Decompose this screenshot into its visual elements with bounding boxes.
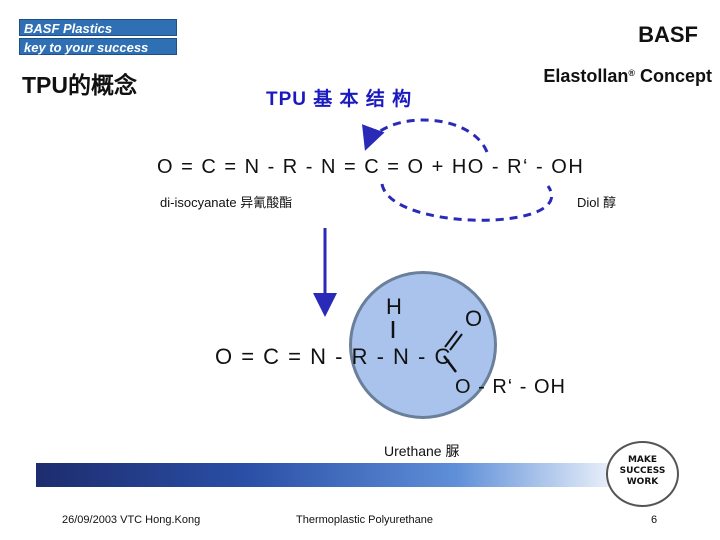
footer-date-location: 26/09/2003 VTC Hong.Kong bbox=[62, 514, 201, 526]
chinese-subtitle: TPU 基 本 结 构 bbox=[266, 89, 413, 110]
registered-mark: ® bbox=[628, 68, 635, 78]
urethane-highlight-circle bbox=[349, 271, 497, 419]
footer-title: Thermoplastic Polyurethane bbox=[296, 514, 433, 526]
product-tail: O - R‘ - OH bbox=[455, 376, 566, 398]
diol-label: Diol 醇 bbox=[577, 195, 617, 210]
urethane-label: Urethane 脲 bbox=[384, 443, 460, 459]
reactant-formula: O = C = N - R - N = C = O + HO - R‘ - OH bbox=[157, 156, 585, 178]
upper-dashed-arrow bbox=[362, 118, 489, 153]
co-single-bond bbox=[443, 355, 457, 373]
badge-line-3: WORK bbox=[626, 477, 659, 487]
concept-prefix: Elastollan bbox=[543, 66, 629, 86]
brand-bar-plastics: BASF Plastics bbox=[19, 19, 177, 36]
diisocyanate-label: di-isocyanate 异氰酸酯 bbox=[160, 195, 293, 210]
page-number: 6 bbox=[651, 514, 658, 526]
co-double-bond-2 bbox=[449, 333, 463, 351]
badge-text: MAKE SUCCESS WORK bbox=[608, 455, 677, 488]
concept-heading: Elastollan® Concept bbox=[543, 66, 712, 87]
footer-band bbox=[36, 463, 636, 487]
concept-suffix: Concept bbox=[634, 66, 712, 86]
product-formula: O = C = N - R - N - C bbox=[215, 344, 452, 369]
make-success-work-badge: MAKE SUCCESS WORK bbox=[606, 441, 679, 507]
co-double-bond-1 bbox=[444, 330, 458, 348]
basf-logo: BASF bbox=[638, 22, 698, 47]
lower-dashed-arrow bbox=[380, 183, 553, 222]
slide-title: TPU的概念 bbox=[22, 72, 137, 98]
badge-line-2: SUCCESS bbox=[619, 466, 666, 476]
hydrogen-atom: H bbox=[386, 294, 402, 319]
carbonyl-oxygen: O bbox=[465, 306, 483, 331]
badge-line-1: MAKE bbox=[627, 455, 658, 465]
brand-bar-tagline: key to your success bbox=[19, 38, 177, 55]
